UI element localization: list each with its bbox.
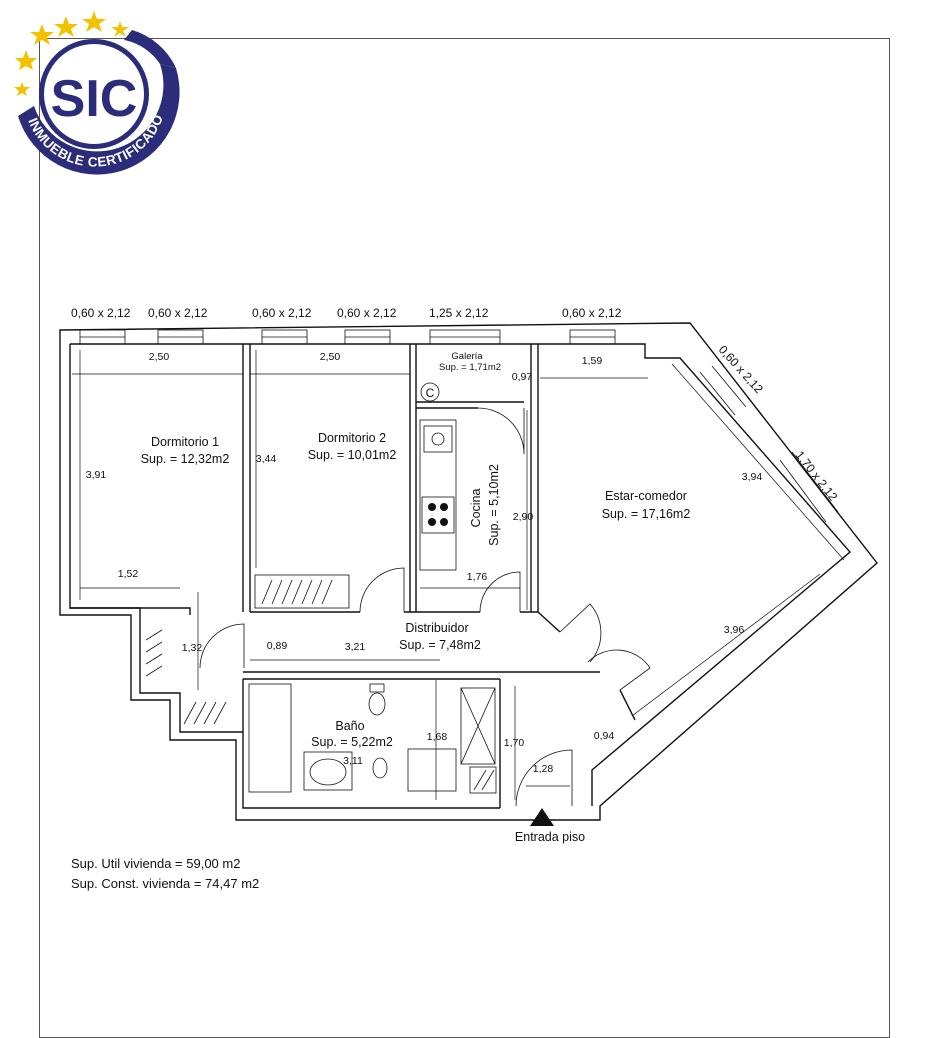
room-area-dormitorio2: Sup. = 10,01m2: [308, 448, 397, 462]
dim-label: 3,21: [345, 641, 366, 653]
room-name-cocina: Cocina: [469, 489, 483, 528]
shower-icon: [460, 687, 496, 765]
dim-label: 2,50: [320, 351, 341, 363]
sic-logo: SIC INMUEBLE CERTIFICADO: [14, 11, 180, 175]
summary-const: Sup. Const. vivienda = 74,47 m2: [71, 876, 260, 891]
window-label: 1,25 x 2,12: [429, 306, 489, 320]
bathroom-fixtures: [248, 683, 496, 793]
entrance-label: Entrada piso: [515, 830, 585, 844]
star-icons: [14, 11, 129, 96]
bidet-icon: [372, 757, 388, 779]
washbasin-icon: [303, 751, 353, 791]
window-label: 0,60 x 2,12: [252, 306, 312, 320]
wardrobes: [145, 574, 497, 794]
cooktop-icon: [421, 496, 455, 534]
dim-label: 2,50: [149, 351, 170, 363]
room-name-estar: Estar-comedor: [605, 489, 687, 503]
dim-label: 3,94: [742, 471, 763, 483]
toilet-icon: [368, 692, 386, 716]
dim-label: 0,97: [512, 371, 533, 383]
window-label: 0,60 x 2,12: [71, 306, 131, 320]
dim-label: 0,89: [267, 640, 288, 652]
dim-label: 3,91: [86, 469, 107, 481]
logo-acronym: SIC: [51, 70, 138, 128]
dim-label: 3,11: [343, 755, 363, 767]
dim-label: 1,28: [533, 763, 554, 775]
summary-util: Sup. Util vivienda = 59,00 m2: [71, 856, 241, 871]
room-name-dormitorio2: Dormitorio 2: [318, 431, 386, 445]
bathtub-icon: [248, 683, 292, 793]
room-name-dormitorio1: Dormitorio 1: [151, 435, 219, 449]
room-area-bano: Sup. = 5,22m2: [311, 735, 393, 749]
room-area-estar: Sup. = 17,16m2: [602, 507, 691, 521]
dimension-lines: [72, 350, 845, 800]
room-name-bano: Baño: [335, 719, 364, 733]
door-swings: [199, 407, 651, 807]
dim-label: 2,90: [513, 511, 534, 523]
sink-icon: [423, 425, 453, 453]
dim-label: 1,32: [182, 642, 203, 654]
dim-label: 1,52: [118, 568, 139, 580]
kitchen-fixtures: [419, 382, 457, 571]
window-label: 0,60 x 2,12: [562, 306, 622, 320]
entrance-arrow-icon: [530, 808, 554, 826]
room-area-distribuidor: Sup. = 7,48m2: [399, 638, 481, 652]
room-area-dormitorio1: Sup. = 12,32m2: [141, 452, 230, 466]
dim-label: 1,70: [504, 737, 525, 749]
boiler-icon: [420, 382, 440, 402]
interior-walls: [70, 344, 636, 809]
windows-diagonal: [699, 365, 839, 523]
room-area-galeria: Sup. = 1,71m2: [439, 362, 501, 373]
room-name-distribuidor: Distribuidor: [405, 621, 468, 635]
dim-label: 1,68: [427, 731, 448, 743]
dim-label: 1,76: [467, 571, 488, 583]
dim-label: 1,59: [582, 355, 603, 367]
dim-label: 3,44: [256, 453, 277, 465]
dim-label: 0,94: [594, 730, 615, 742]
boiler-label: C: [426, 386, 435, 400]
dim-label: 3,96: [724, 624, 745, 636]
window-label: 0,60 x 2,12: [337, 306, 397, 320]
room-name-galeria: Galería: [451, 351, 483, 362]
room-area-cocina: Sup. = 5,10m2: [487, 464, 501, 546]
window-label: 0,60 x 2,12: [148, 306, 208, 320]
windows-top: [79, 329, 616, 345]
